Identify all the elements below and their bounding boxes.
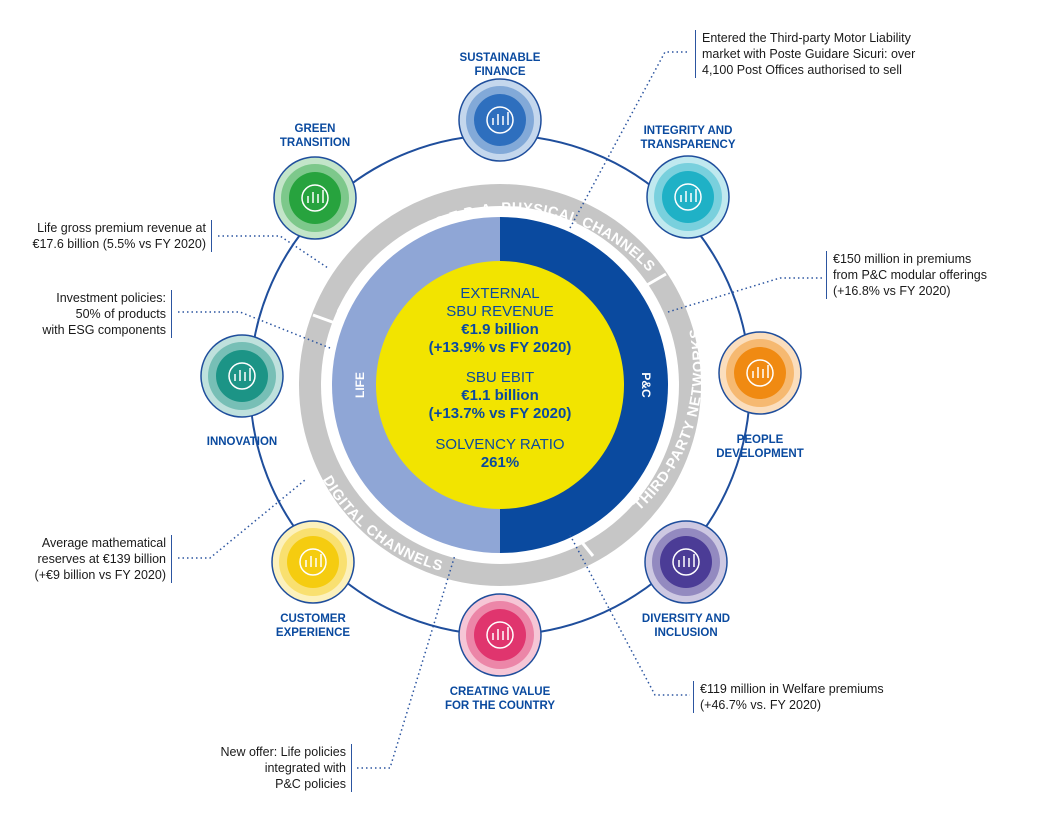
pillar-inner-circle xyxy=(660,536,712,588)
pillar-2: PEOPLE DEVELOPMENT xyxy=(716,331,804,460)
ebit-label: SBU EBIT xyxy=(466,369,534,386)
pillar-label: INCLUSION xyxy=(654,627,717,639)
globe-leaf-icon xyxy=(301,184,329,212)
note-line: Entered the Third-party Motor Liability xyxy=(702,31,911,45)
pillar-label: EXPERIENCE xyxy=(276,627,350,639)
pillar-label: TRANSPARENCY xyxy=(641,139,736,151)
connector-new-offer xyxy=(357,554,456,769)
center-text: EXTERNAL SBU REVENUE €1.9 billion (+13.9… xyxy=(429,285,572,471)
joined-hands-icon xyxy=(672,548,700,576)
note-line: 50% of products xyxy=(75,307,166,321)
pillar-inner-circle xyxy=(287,536,339,588)
note-line: €119 million in Welfare premiums xyxy=(700,682,884,696)
note-reserves: Average mathematical reserves at €139 bi… xyxy=(35,535,172,583)
solvency-value: 261% xyxy=(481,454,519,471)
note-line: Investment policies: xyxy=(56,291,166,305)
pillar-label: TRANSITION xyxy=(280,137,350,149)
pillar-inner-circle xyxy=(662,171,714,223)
note-line: (+€9 billion vs FY 2020) xyxy=(34,568,166,582)
note-welfare: €119 million in Welfare premiums (+46.7%… xyxy=(693,681,884,713)
note-line: with ESG components xyxy=(42,323,166,337)
solvency-label: SOLVENCY RATIO xyxy=(435,436,564,453)
pillar-label: GREEN xyxy=(295,123,336,135)
ebit-change: (+13.7% vs FY 2020) xyxy=(429,405,572,422)
connector-reserves xyxy=(178,479,306,559)
note-life-premium: Life gross premium revenue at €17.6 bill… xyxy=(33,220,212,252)
pc-label: P&C xyxy=(639,372,653,398)
life-label: LIFE xyxy=(353,372,367,398)
connector-life-premium xyxy=(218,235,329,269)
revenue-change: (+13.9% vs FY 2020) xyxy=(429,339,572,356)
pillar-label: INNOVATION xyxy=(207,436,278,448)
pillar-3: DIVERSITY AND INCLUSION xyxy=(642,520,730,639)
note-line: €17.6 billion (5.5% vs FY 2020) xyxy=(32,237,206,251)
connector-third-party xyxy=(569,51,690,229)
note-line: reserves at €139 billion xyxy=(37,552,166,566)
handshake-search-icon xyxy=(674,183,702,211)
connector-investment xyxy=(178,311,331,349)
note-line: Average mathematical xyxy=(41,536,166,550)
note-line: €150 million in premiums xyxy=(833,252,972,266)
center-circle xyxy=(376,261,624,509)
pillar-label: PEOPLE xyxy=(737,434,784,446)
pillar-5: CUSTOMER EXPERIENCE xyxy=(271,520,355,639)
channels-ring xyxy=(299,184,701,586)
channel-divider xyxy=(312,313,336,325)
pillar-label: FINANCE xyxy=(474,66,525,78)
pillar-1: INTEGRITY AND TRANSPARENCY xyxy=(641,125,736,239)
pillar-inner-circle xyxy=(216,350,268,402)
connector-welfare xyxy=(569,534,690,696)
note-line: (+16.8% vs FY 2020) xyxy=(833,284,951,298)
pillar-label: CREATING VALUE xyxy=(450,686,551,698)
pillars-group: SUSTAINABLE FINANCE INTEGRITY AND TRANSPARE… xyxy=(200,52,804,712)
pillar-label: INTEGRITY AND xyxy=(644,125,733,137)
note-line: integrated with xyxy=(264,761,346,775)
note-line: from P&C modular offerings xyxy=(833,268,987,282)
pillar-label: CUSTOMER xyxy=(280,613,346,625)
pillar-4: CREATING VALUE FOR THE COUNTRY xyxy=(445,593,555,712)
note-line: (+46.7% vs. FY 2020) xyxy=(700,698,822,712)
note-line: market with Poste Guidare Sicuri: over xyxy=(702,47,916,61)
connector-lines xyxy=(178,51,822,769)
pillar-label: FOR THE COUNTRY xyxy=(445,700,555,712)
channel-divider xyxy=(646,272,667,287)
pillar-inner-circle xyxy=(474,94,526,146)
ebit-value: €1.1 billion xyxy=(461,387,539,404)
pillar-label: DEVELOPMENT xyxy=(716,448,804,460)
note-line: Life gross premium revenue at xyxy=(37,221,206,235)
pillar-label: SUSTAINABLE xyxy=(460,52,541,64)
sbu-revenue-label: SBU REVENUE xyxy=(446,303,554,320)
revenue-value: €1.9 billion xyxy=(461,321,539,338)
note-line: P&C policies xyxy=(275,777,346,791)
italy-hand-icon xyxy=(486,621,514,649)
pillar-6: INNOVATION xyxy=(200,334,284,448)
note-line: 4,100 Post Offices authorised to sell xyxy=(702,63,902,77)
external-label: EXTERNAL xyxy=(460,285,539,302)
pillar-0: SUSTAINABLE FINANCE xyxy=(458,52,542,162)
note-third-party: Entered the Third-party Motor Liability … xyxy=(695,30,915,78)
connector-pc-premium xyxy=(667,277,822,313)
pillar-7: GREEN TRANSITION xyxy=(273,123,357,240)
pillar-inner-circle xyxy=(289,172,341,224)
pillar-inner-circle xyxy=(474,609,526,661)
pillar-label: DIVERSITY AND xyxy=(642,613,730,625)
note-investment: Investment policies: 50% of products wit… xyxy=(42,290,172,338)
channel-divider xyxy=(578,539,595,557)
smiley-plus-icon xyxy=(299,548,327,576)
people-hand-icon xyxy=(746,359,774,387)
note-line: New offer: Life policies xyxy=(220,745,346,759)
note-new-offer: New offer: Life policies integrated with… xyxy=(220,744,352,792)
note-pc-premium: €150 million in premiums from P&C modula… xyxy=(826,251,987,299)
chart-heart-icon xyxy=(486,106,514,134)
lightbulb-icon xyxy=(228,362,256,390)
pillar-inner-circle xyxy=(734,347,786,399)
